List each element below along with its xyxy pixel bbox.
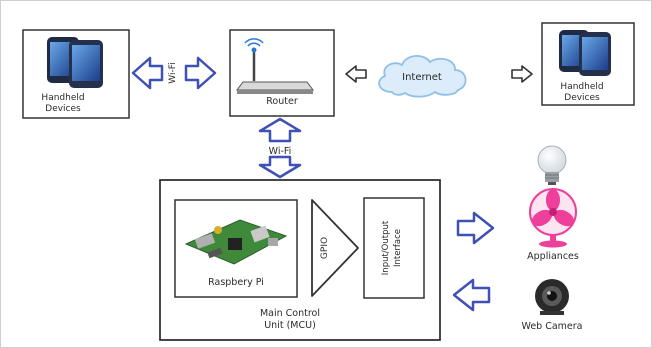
- wifi-down-arrow-icon: [258, 155, 302, 179]
- handheld-right-label-line2: Devices: [564, 93, 600, 103]
- internet-right-arrow-icon: [511, 65, 533, 83]
- appliances-label: Appliances: [527, 251, 579, 262]
- handheld-devices-right-box: Handheld Devices: [541, 22, 635, 106]
- smartphone-icon: [559, 30, 611, 76]
- io-interface-label-line2: Interface: [393, 229, 403, 267]
- web-camera-icon: [535, 279, 569, 315]
- wifi-top-label: Wi-Fi: [168, 62, 178, 83]
- wifi-middle-connection: Wi-Fi: [258, 117, 302, 179]
- handheld-left-label-line2: Devices: [45, 104, 81, 114]
- raspberry-pi-box: Raspbery Pi: [174, 199, 298, 298]
- router-label: Router: [266, 96, 298, 107]
- io-interface-label-line1: Input/Output: [381, 220, 391, 275]
- web-camera-group: Web Camera: [521, 279, 583, 332]
- wifi-up-arrow-icon: [258, 117, 302, 143]
- handheld-devices-left-box: Handheld Devices: [22, 29, 130, 119]
- handheld-left-label-line1: Handheld: [41, 93, 84, 103]
- io-interface-box: Input/Output Interface: [363, 197, 425, 299]
- internet-left-arrow-icon: [345, 65, 367, 83]
- smartphone-icon: [47, 37, 103, 88]
- light-bulb-icon: [537, 145, 567, 185]
- gpio-label: GPIO: [320, 237, 330, 259]
- mcu-label-line1: Main Control: [260, 308, 320, 319]
- wifi-middle-label: Wi-Fi: [269, 146, 292, 157]
- raspberry-pi-label: Raspbery Pi: [208, 277, 264, 288]
- fan-icon: [529, 188, 577, 248]
- router-icon: [236, 38, 314, 94]
- web-camera-label: Web Camera: [521, 321, 582, 332]
- internet-label: Internet: [402, 72, 442, 83]
- appliances-arrow-icon: [456, 211, 495, 245]
- web-camera-arrow-icon: [452, 278, 491, 312]
- internet-connection: Internet: [345, 55, 533, 98]
- raspberry-pi-board-icon: [184, 219, 288, 265]
- handheld-right-label-line1: Handheld: [560, 82, 603, 92]
- gpio-connector: GPIO: [311, 199, 359, 297]
- main-control-unit-box: Raspbery Pi GPIO Input/Output Interface …: [159, 179, 441, 341]
- mcu-label-line2: Unit (MCU): [264, 320, 316, 331]
- cloud-icon: [378, 55, 467, 98]
- router-box: Router: [229, 29, 335, 117]
- wifi-right-arrow-icon: [184, 56, 217, 90]
- wifi-left-arrow-icon: [131, 56, 164, 90]
- wifi-top-connection: Wi-Fi: [131, 56, 217, 90]
- appliances-group: Appliances: [527, 145, 579, 262]
